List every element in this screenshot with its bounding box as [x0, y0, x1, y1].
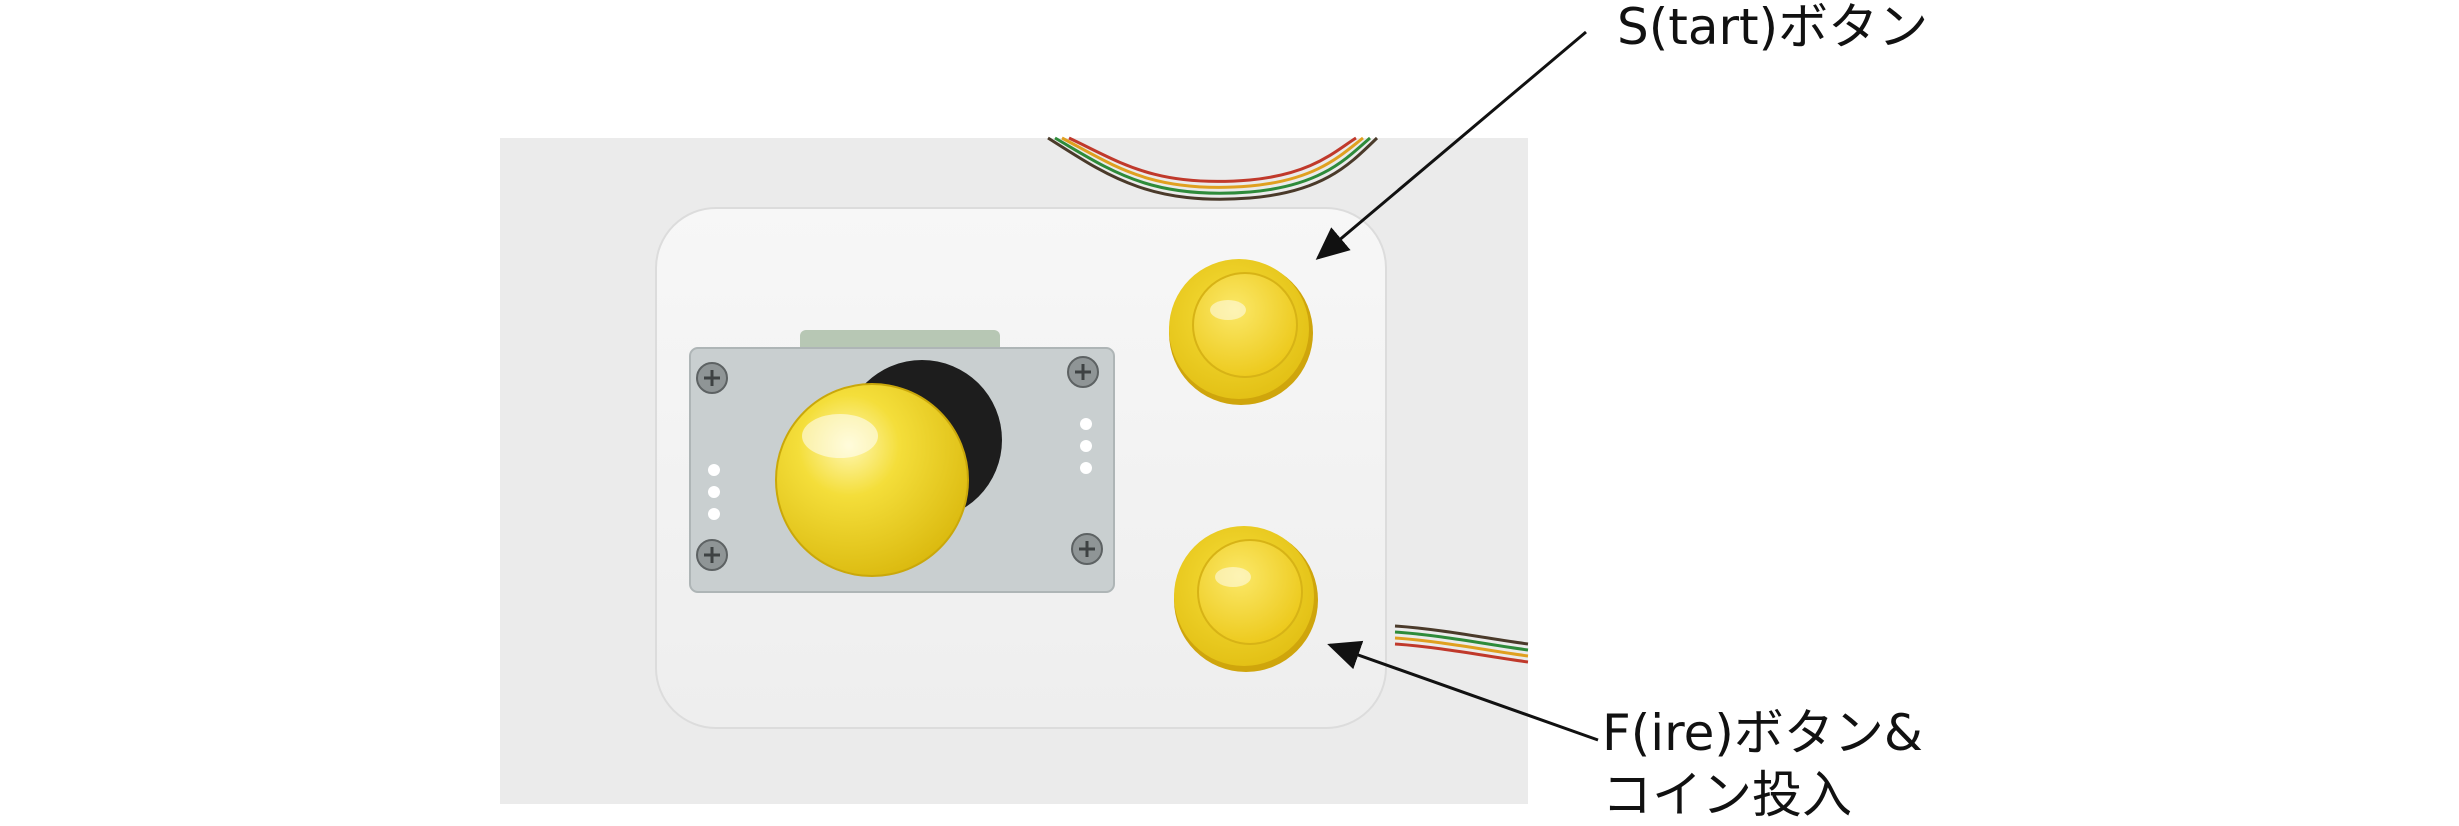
- plate-holes: [708, 418, 1092, 520]
- wires-right: [1394, 624, 1529, 664]
- start-callout-arrow: [1315, 30, 1587, 260]
- fire-button-label: F(ire)ボタン& コイン投入: [1602, 702, 1923, 826]
- wires-top: [1047, 136, 1379, 201]
- start-button-label: S(tart)ボタン: [1617, 0, 1929, 56]
- joystick-ball[interactable]: [775, 383, 969, 577]
- fire-button-label-line2: コイン投入: [1602, 766, 1852, 824]
- fire-button[interactable]: [1174, 526, 1318, 672]
- start-button[interactable]: [1169, 259, 1313, 405]
- fire-button-label-line1: F(ire)ボタン&: [1602, 704, 1923, 762]
- plate-screws: [696, 356, 1103, 571]
- fire-callout-arrow: [1327, 640, 1599, 742]
